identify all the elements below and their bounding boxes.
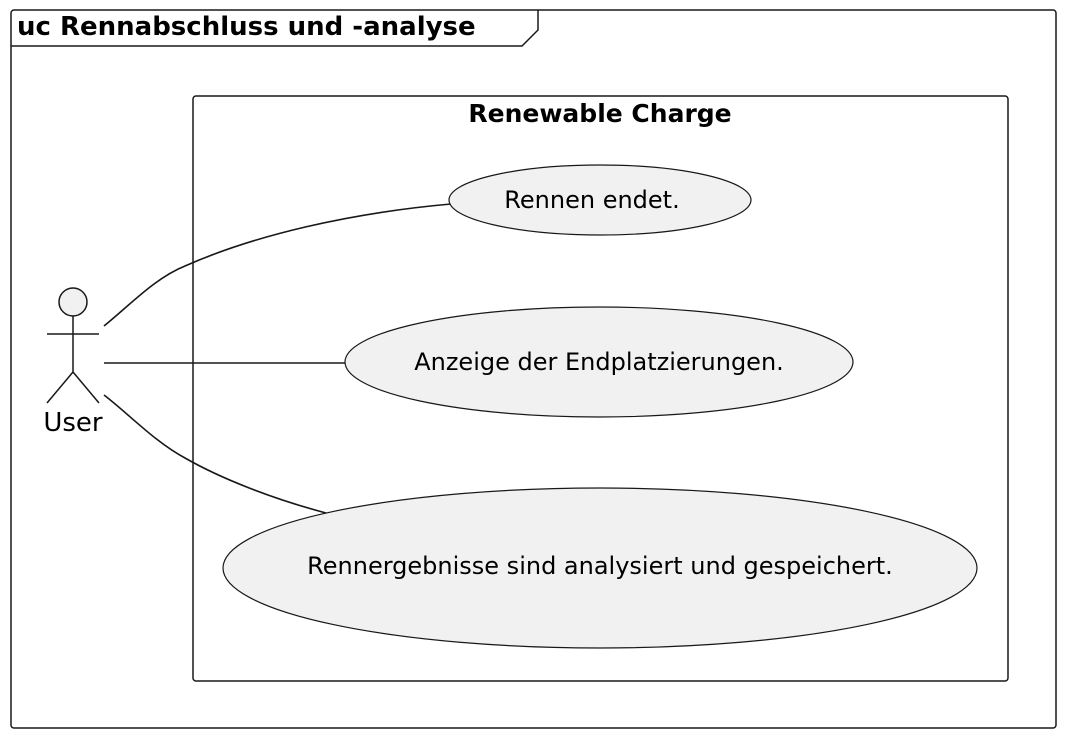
- frame-title: uc Rennabschluss und -analyse: [17, 12, 476, 42]
- use-case-ellipse: [222, 487, 978, 649]
- frame-title-tab: [11, 10, 539, 47]
- system-boundary: [192, 95, 1009, 682]
- association-line-1: [103, 203, 452, 327]
- use-case-anzeige-endplatzierungen[interactable]: Anzeige der Endplatzierungen.: [344, 306, 854, 418]
- actor-head: [58, 287, 88, 317]
- actor-label: User: [43, 408, 103, 438]
- diagram-frame: [10, 9, 1057, 729]
- use-case-label: Rennergebnisse sind analysiert und gespe…: [307, 552, 893, 580]
- use-case-rennen-endet[interactable]: Rennen endet.: [448, 164, 752, 236]
- association-line-3: [103, 394, 327, 514]
- use-case-ellipse: [448, 164, 752, 236]
- actor-user[interactable]: User: [43, 287, 103, 438]
- actor-leg-left: [46, 371, 74, 404]
- use-case-rennergebnisse-analysiert[interactable]: Rennergebnisse sind analysiert und gespe…: [222, 487, 978, 649]
- actor-leg-right: [72, 371, 100, 404]
- system-title: Renewable Charge: [468, 99, 731, 128]
- use-case-ellipse: [344, 306, 854, 418]
- use-case-label: Anzeige der Endplatzierungen.: [414, 348, 784, 376]
- use-case-label: Rennen endet.: [504, 186, 679, 214]
